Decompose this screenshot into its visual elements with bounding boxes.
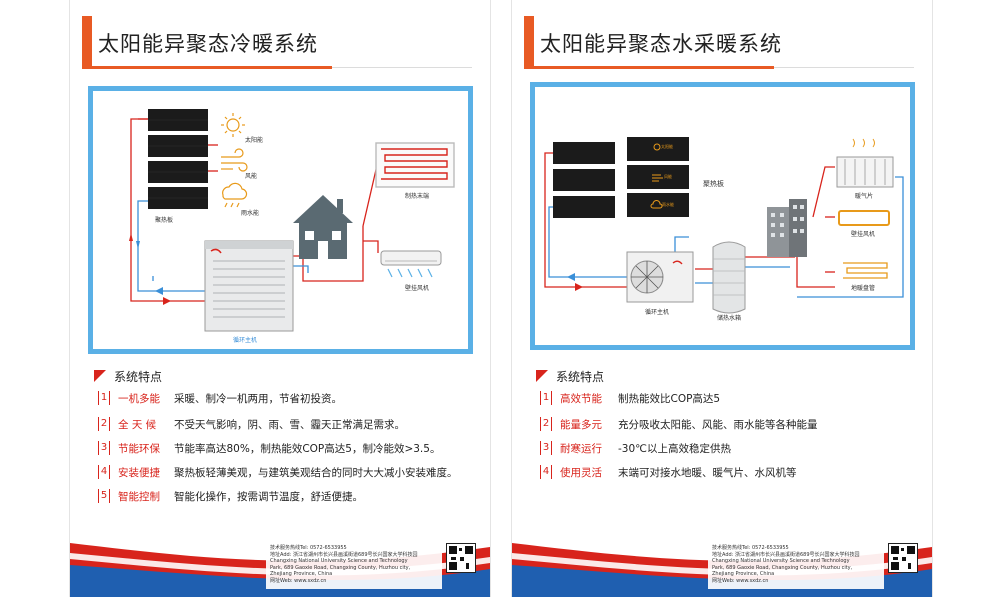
title-accent-bar [524, 16, 534, 66]
footer: 技术服务热线Tel: 0572-6533955 地址Add: 浙江省湖州市长兴县… [512, 539, 932, 597]
weather-label-wind: 风能 [245, 173, 258, 180]
footer-wave [70, 541, 490, 597]
qr-code-icon [446, 543, 476, 573]
floor-heat-label: 制热末端 [405, 193, 430, 200]
rain-icon [650, 200, 663, 209]
title-bar: 太阳能异聚态水采暖系统 [512, 16, 932, 70]
solar-panels [148, 109, 208, 209]
weather-label-solar: 太阳能 [245, 137, 264, 144]
heading-triangle-icon [94, 370, 106, 382]
system-diagram: 聚热板 太阳能 风能 雨水能 暖气片 壁挂风机 地暖盘管 循环主机 储热水箱 [530, 82, 915, 350]
sun-icon [653, 143, 661, 151]
wall-unit-icon [838, 210, 890, 226]
page-title: 太阳能异聚态冷暖系统 [98, 32, 318, 56]
storage-tank-icon [712, 241, 746, 314]
footer: 技术服务热线Tel: 0572-6533955 地址Add: 浙江省湖州市长兴县… [70, 539, 490, 597]
host-label: 循环主机 [645, 309, 670, 316]
title-underline [82, 66, 332, 69]
system-diagram-svg [544, 137, 904, 314]
host-label: 循环主机 [233, 337, 258, 344]
floor-heating-coil [843, 262, 888, 279]
wall-unit-label: 壁挂风机 [851, 231, 876, 238]
page-title: 太阳能异聚态水采暖系统 [540, 32, 782, 56]
weather-label-rain: 雨水能 [241, 210, 260, 217]
title-bar: 太阳能异聚态冷暖系统 [70, 16, 490, 70]
cold-pipes [548, 176, 904, 298]
solar-panels [553, 137, 689, 218]
wind-icon [652, 174, 663, 182]
system-diagram-svg [129, 109, 455, 332]
panel-label: 聚热板 [155, 217, 174, 224]
tank-label: 储热水箱 [717, 315, 742, 322]
footer-contact: 技术服务热线Tel: 0572-6533955 地址Add: 浙江省湖州市长兴县… [712, 545, 860, 584]
qr-code-icon [888, 543, 918, 573]
panel-label: 聚热板 [703, 180, 724, 188]
weather-label-rain: 雨水能 [662, 202, 674, 207]
circulation-host-icon [626, 251, 694, 303]
poster-water-heating-system: 太阳能异聚态水采暖系统 [512, 0, 932, 597]
rain-icon [222, 182, 248, 208]
weather-label-solar: 太阳能 [661, 144, 673, 149]
radiator-label: 暖气片 [855, 193, 874, 200]
wall-unit-label: 壁挂风机 [405, 285, 430, 292]
wind-icon [221, 148, 248, 172]
poster-cooling-heating-system: 太阳能异聚态冷暖系统 [70, 0, 490, 597]
title-underline-grey [774, 67, 914, 68]
title-underline-grey [332, 67, 472, 68]
footer-wave [512, 541, 932, 597]
floor-heat-label: 地暖盘管 [851, 285, 876, 292]
sun-icon [221, 113, 245, 137]
building-icon [767, 199, 807, 257]
system-diagram: 聚热板 太阳能 风能 雨水能 制热末端 壁挂风机 循环主机 [88, 86, 473, 354]
house-icon [293, 195, 353, 259]
floor-heating-coil [375, 142, 455, 188]
radiator-icon [836, 138, 894, 188]
footer-contact: 技术服务热线Tel: 0572-6533955 地址Add: 浙江省湖州市长兴县… [270, 545, 418, 584]
title-accent-bar [82, 16, 92, 66]
heading-triangle-icon [536, 370, 548, 382]
weather-label-wind: 风能 [664, 174, 672, 179]
flow-arrows [567, 273, 583, 291]
circulation-host-icon [204, 240, 294, 332]
flow-arrows [129, 233, 171, 305]
title-underline [524, 66, 774, 69]
wall-unit-icon [380, 250, 442, 278]
